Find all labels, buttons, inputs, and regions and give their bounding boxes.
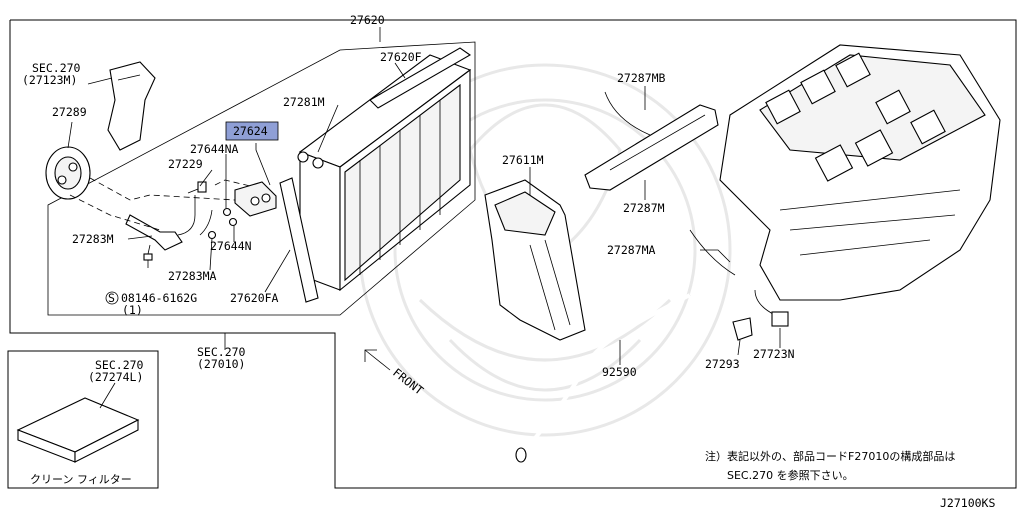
- label-27229: 27229: [168, 157, 203, 171]
- label-27620F: 27620F: [380, 50, 422, 64]
- label-27644N: 27644N: [210, 239, 252, 253]
- label-92590: 92590: [602, 365, 637, 379]
- label-sec270-c: SEC.270: [95, 358, 144, 372]
- evaporator-core: [297, 54, 472, 292]
- leader-lines-right: [529, 86, 781, 365]
- watermark-emblem: [358, 63, 732, 437]
- label-27723N: 27723N: [753, 347, 795, 361]
- dash-line-1: [89, 177, 236, 201]
- o-ring-27283MA: [207, 230, 217, 240]
- seal-27620F: [369, 47, 472, 109]
- frame-main: [9, 19, 1017, 489]
- label-27281M: 27281M: [283, 95, 325, 109]
- diagram-code: J27100KS: [940, 496, 995, 510]
- label-27620: 27620: [350, 13, 385, 27]
- unit-case-27611M: [484, 179, 586, 341]
- bolt-08146: [143, 244, 153, 261]
- bracket-27123M: [107, 61, 156, 151]
- label-27287MB: 27287MB: [617, 71, 666, 85]
- o-ring-27644NA: [222, 207, 232, 217]
- label-27283MA: 27283MA: [168, 269, 217, 283]
- drain-hose-92590: [515, 293, 691, 463]
- seal-27620FA: [279, 177, 319, 303]
- svg-text:S: S: [108, 291, 115, 305]
- evaporator-frame: [47, 41, 476, 316]
- label-27620FA: 27620FA: [230, 291, 279, 305]
- label-sec270-b-sub: (27010): [197, 357, 245, 371]
- label-sec270-c-sub: (27274L): [88, 370, 143, 384]
- wire-27287MB: [604, 91, 651, 136]
- duct-27287M: [584, 104, 719, 191]
- label-27624[interactable]: 27624: [233, 124, 268, 138]
- highlight-27624: [225, 121, 279, 141]
- label-27611M: 27611M: [502, 153, 544, 167]
- label-sec270-b: SEC.270: [197, 345, 246, 359]
- label-27287MA: 27287MA: [607, 243, 656, 257]
- bolt-27229: [187, 181, 207, 194]
- sensor-27293: [732, 317, 753, 341]
- label-sec270-a-sub: (27123M): [22, 73, 77, 87]
- label-27289: 27289: [52, 105, 87, 119]
- wire-27287MA: [689, 229, 736, 276]
- grommet-27289: [45, 146, 91, 200]
- note-line-2: SEC.270 を参照下さい。: [727, 468, 854, 482]
- expansion-valve-27624: [234, 181, 277, 217]
- cabin-filter: [16, 382, 140, 463]
- pipe-27283M: [125, 195, 213, 251]
- label-27644NA: 27644NA: [190, 142, 239, 156]
- label-27287M: 27287M: [623, 201, 665, 215]
- harness-27723N: [754, 289, 789, 327]
- heater-unit-housing: [719, 44, 1001, 301]
- label-sec270-a: SEC.270: [32, 61, 81, 75]
- leader-lines-left: [67, 27, 406, 350]
- front-label: FRONT: [390, 365, 426, 397]
- label-27283M: 27283M: [72, 232, 114, 246]
- note-line-1: 注）表記以外の、部品コードF27010の構成部品は: [705, 449, 955, 463]
- dash-line-2: [69, 194, 161, 231]
- frame-filter-box: [7, 350, 159, 489]
- label-clean-filter: クリーン フィルター: [30, 473, 132, 486]
- o-ring-27644N: [228, 217, 238, 227]
- dash-line-3: [214, 179, 251, 187]
- label-bolt-qty: (1): [122, 303, 143, 317]
- label-27293: 27293: [705, 357, 740, 371]
- label-bolt: 08146-6162G: [121, 291, 197, 305]
- front-arrow-icon: [364, 349, 391, 371]
- bolt-callout: S: [105, 291, 119, 305]
